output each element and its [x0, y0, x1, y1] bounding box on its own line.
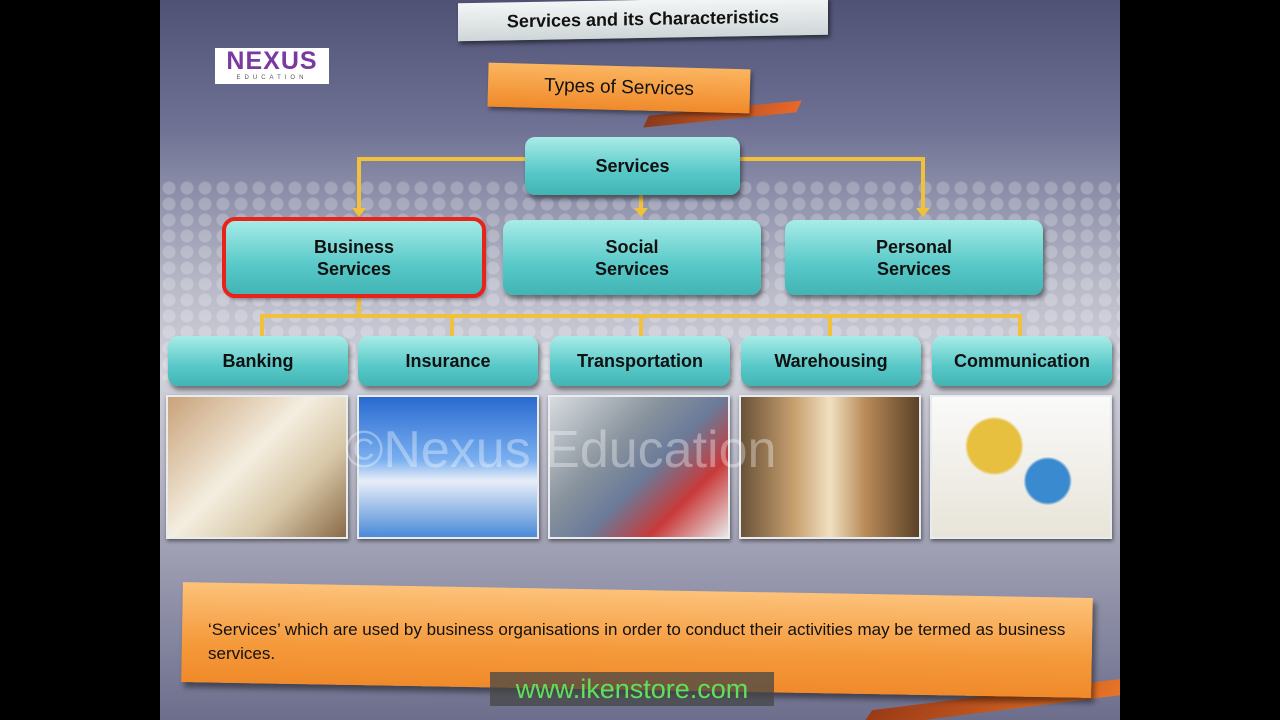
communication-box[interactable]: Communication	[932, 336, 1112, 386]
connector	[639, 314, 643, 336]
connector	[260, 314, 264, 336]
business-services-label-2: Services	[316, 258, 392, 279]
transportation-box[interactable]: Transportation	[550, 336, 730, 386]
arrow-icon	[916, 208, 930, 217]
arrow-icon	[352, 208, 366, 217]
insurance-box[interactable]: Insurance	[358, 336, 538, 386]
social-services-label-1: Social	[605, 236, 659, 257]
slide-title: Services and its Characteristics	[458, 0, 828, 42]
connector	[357, 157, 527, 161]
connector	[1018, 314, 1022, 336]
url-overlay: www.ikenstore.com	[490, 672, 774, 706]
nexus-logo: NEXUS EDUCATION	[215, 48, 329, 84]
social-services-label-2: Services	[594, 258, 670, 279]
transportation-image	[548, 395, 730, 539]
connector	[450, 314, 454, 336]
warehousing-box[interactable]: Warehousing	[741, 336, 921, 386]
watermark: ©Nexus Education	[345, 421, 777, 479]
arrow-icon	[634, 208, 648, 217]
services-root-box: Services	[525, 137, 740, 195]
communication-image	[930, 395, 1112, 539]
connector	[357, 295, 361, 315]
note-text: ‘Services’ which are used by business or…	[208, 620, 1066, 663]
connector	[738, 157, 924, 161]
personal-services-label-2: Services	[876, 258, 952, 279]
slide: Services and its Characteristics NEXUS E…	[160, 0, 1120, 720]
personal-services-label-1: Personal	[875, 236, 953, 257]
connector	[828, 314, 832, 336]
banking-box[interactable]: Banking	[168, 336, 348, 386]
business-services-label-1: Business	[313, 236, 395, 257]
warehousing-image	[739, 395, 921, 539]
connector	[639, 195, 643, 209]
banking-image	[166, 395, 348, 539]
insurance-image	[357, 395, 539, 539]
connector	[921, 157, 925, 209]
subtitle-banner: Types of Services	[487, 62, 751, 114]
connector	[357, 157, 361, 209]
